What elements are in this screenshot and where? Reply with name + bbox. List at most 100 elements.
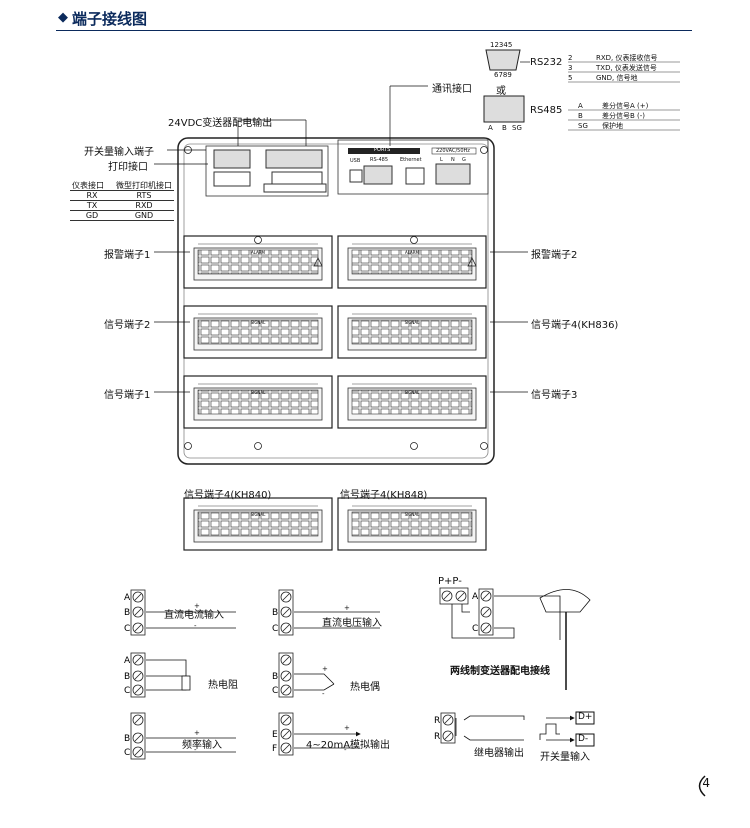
svg-text:B: B bbox=[124, 608, 130, 618]
rs485-pin-a: A bbox=[488, 124, 493, 132]
label-pp: P+P- bbox=[438, 576, 462, 587]
power-pin-n: N bbox=[451, 157, 455, 163]
minus-sign: - bbox=[194, 746, 197, 754]
label-or: 或 bbox=[496, 86, 506, 97]
label-dc-voltage: 直流电压输入 bbox=[322, 618, 382, 629]
svg-text:SIGNAL: SIGNAL bbox=[251, 512, 267, 517]
terminal-dc-current: ABC bbox=[124, 589, 146, 636]
label-switch-in: 开关量输入 bbox=[540, 752, 590, 763]
terminal-two-wire: AC bbox=[472, 588, 494, 636]
screw-icon bbox=[254, 236, 262, 244]
ports-block bbox=[337, 139, 489, 195]
label-thermocouple: 热电偶 bbox=[350, 682, 380, 693]
rs485-pin-b: B bbox=[502, 124, 507, 132]
power-port bbox=[435, 163, 471, 185]
alarm-terminal-2: ALARM bbox=[337, 235, 487, 289]
rs485-connector bbox=[483, 95, 525, 123]
rear-panel-frame bbox=[177, 137, 495, 465]
minus-sign: - bbox=[194, 622, 197, 630]
svg-text:A: A bbox=[472, 592, 479, 602]
minus-sign: - bbox=[344, 622, 347, 630]
svg-text:SIGNAL: SIGNAL bbox=[405, 512, 421, 517]
svg-text:SIGNAL: SIGNAL bbox=[251, 390, 267, 395]
svg-text:C: C bbox=[472, 624, 478, 634]
alarm-terminal-1: ALARM bbox=[183, 235, 333, 289]
plus-sign: + bbox=[344, 604, 350, 612]
minus-sign: - bbox=[344, 746, 347, 754]
svg-text:B: B bbox=[124, 734, 130, 744]
svg-text:C: C bbox=[272, 624, 278, 634]
svg-text:E: E bbox=[272, 730, 278, 740]
svg-text:C: C bbox=[272, 686, 278, 696]
usb-label: USB bbox=[350, 158, 361, 164]
terminal-analog-out: EF bbox=[272, 712, 294, 756]
plus-sign: + bbox=[344, 724, 350, 732]
label-dc-current: 直流电流输入 bbox=[164, 610, 224, 621]
svg-text:B: B bbox=[272, 608, 278, 618]
label-analog-out: 4~20mA模拟输出 bbox=[306, 740, 391, 751]
terminal-frequency: BC bbox=[124, 712, 146, 760]
svg-text:ALARM: ALARM bbox=[251, 250, 266, 255]
svg-text:SIGNAL: SIGNAL bbox=[251, 320, 267, 325]
svg-text:SIGNAL: SIGNAL bbox=[405, 390, 421, 395]
svg-text:C: C bbox=[124, 748, 130, 758]
svg-text:A: A bbox=[124, 656, 131, 666]
signal-terminal-1: SIGNAL bbox=[183, 375, 333, 429]
label-comm-port: 通讯接口 bbox=[432, 84, 472, 95]
section-title: 端子接线图 bbox=[72, 10, 148, 28]
signal-terminal-kh848: SIGNAL bbox=[337, 497, 487, 551]
screw-icon bbox=[410, 442, 418, 450]
power-pin-l: L bbox=[440, 157, 443, 163]
screw-icon bbox=[184, 442, 192, 450]
label-alarm1: 报警端子1 bbox=[104, 250, 151, 261]
label-two-wire: 两线制变送器配电接线 bbox=[450, 666, 550, 677]
signal-terminal-kh840: SIGNAL bbox=[183, 497, 333, 551]
signal-terminal-3: SIGNAL bbox=[337, 375, 487, 429]
label-d-minus: D- bbox=[578, 734, 589, 744]
label-rs232: RS232 bbox=[530, 57, 563, 68]
label-frequency: 频率输入 bbox=[182, 740, 222, 751]
rs485-port bbox=[363, 165, 393, 185]
svg-text:B: B bbox=[124, 672, 130, 682]
rs232-pins-top: 12345 bbox=[490, 41, 513, 49]
svg-text:B: B bbox=[272, 672, 278, 682]
label-print-port: 打印接口 bbox=[108, 162, 148, 173]
screw-icon bbox=[410, 236, 418, 244]
page-number: 4 bbox=[702, 776, 710, 790]
power-pin-g: G bbox=[462, 157, 466, 163]
terminal-dc-voltage: BC bbox=[272, 589, 294, 636]
svg-text:ALARM: ALARM bbox=[405, 250, 420, 255]
screw-icon bbox=[480, 146, 488, 154]
switch-terminal-block bbox=[205, 145, 329, 197]
terminal-relay: RR bbox=[434, 712, 456, 744]
label-signal2: 信号端子2 bbox=[104, 320, 151, 331]
terminal-rtd: ABC bbox=[124, 652, 146, 698]
svg-text:R: R bbox=[434, 732, 440, 742]
label-signal4-kh836: 信号端子4(KH836) bbox=[531, 320, 619, 331]
label-signal3: 信号端子3 bbox=[531, 390, 578, 401]
rs485-pin-sg: SG bbox=[512, 124, 522, 132]
minus-sign: - bbox=[322, 690, 325, 698]
header-divider bbox=[56, 30, 692, 31]
label-signal1: 信号端子1 bbox=[104, 390, 151, 401]
ethernet-label: Ethernet bbox=[400, 157, 422, 163]
diamond-icon: ◆ bbox=[58, 10, 68, 25]
label-relay-out: 继电器输出 bbox=[474, 748, 524, 759]
terminal-thermocouple: BC bbox=[272, 652, 294, 698]
plus-sign: + bbox=[194, 729, 200, 737]
signal-terminal-4: SIGNAL bbox=[337, 305, 487, 359]
svg-text:F: F bbox=[272, 744, 277, 754]
label-switch-input: 开关量输入端子 bbox=[84, 147, 154, 158]
svg-text:C: C bbox=[124, 686, 130, 696]
svg-text:C: C bbox=[124, 624, 130, 634]
label-alarm2: 报警端子2 bbox=[531, 250, 578, 261]
rs232-pins-bottom: 6789 bbox=[494, 71, 512, 79]
label-24vdc: 24VDC变送器配电输出 bbox=[168, 118, 273, 129]
page-bracket-icon bbox=[698, 775, 706, 797]
power-label: 220VAC/50Hz bbox=[436, 148, 470, 154]
screw-icon bbox=[254, 442, 262, 450]
